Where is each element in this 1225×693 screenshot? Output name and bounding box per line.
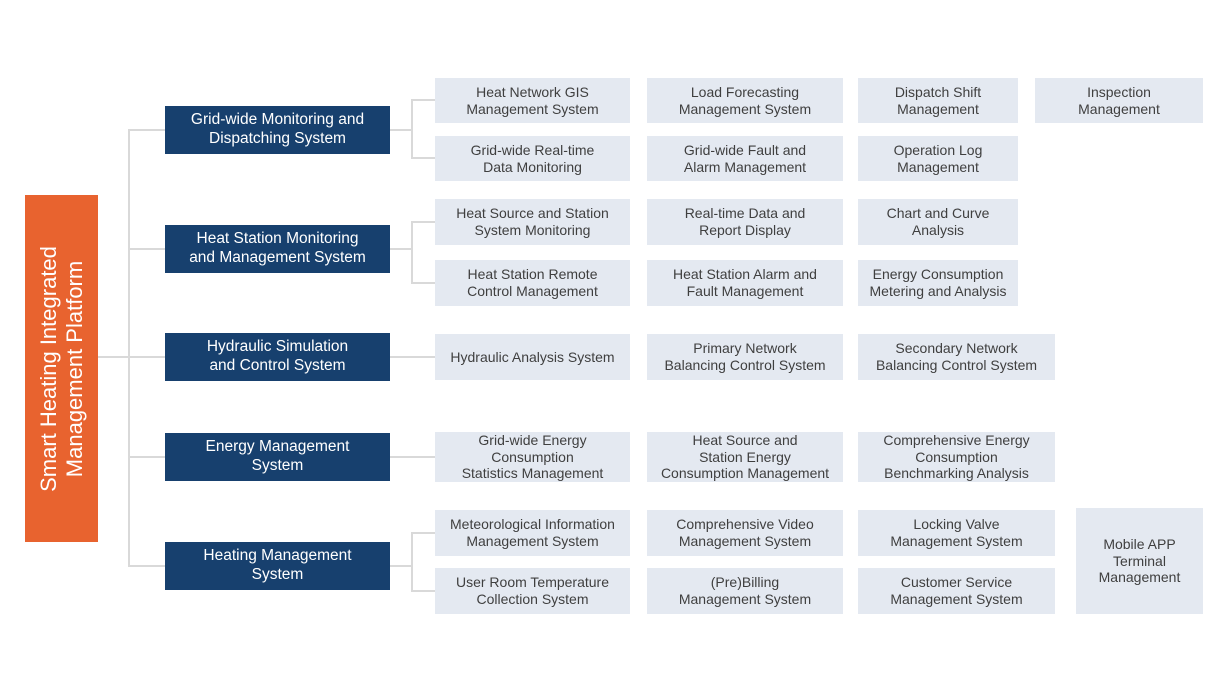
root-title-line-2: Management Platform	[61, 260, 87, 477]
subsystem-box: Heat Source and Station Energy Consumpti…	[647, 432, 843, 482]
connector-line	[411, 282, 435, 284]
connector-line	[411, 532, 435, 534]
subsystem-box: Heat Source and Station System Monitorin…	[435, 199, 630, 245]
subsystem-box: Heat Station Alarm and Fault Management	[647, 260, 843, 306]
connector-line	[98, 356, 165, 358]
subsystem-box: Mobile APP Terminal Management	[1076, 508, 1203, 614]
connector-line	[129, 129, 165, 131]
connector-line	[129, 565, 165, 567]
connector-line	[129, 248, 165, 250]
root-title-line-1: Smart Heating Integrated	[35, 245, 61, 492]
subsystem-box: Heat Network GIS Management System	[435, 78, 630, 123]
connector-line	[390, 356, 435, 358]
connector-line	[411, 532, 413, 592]
subsystem-box: User Room Temperature Collection System	[435, 568, 630, 614]
connector-line	[128, 129, 130, 567]
connector-line	[390, 248, 412, 250]
branch-box-grid-monitoring: Grid-wide Monitoring and Dispatching Sys…	[165, 106, 390, 154]
subsystem-box: Grid-wide Energy Consumption Statistics …	[435, 432, 630, 482]
connector-line	[411, 221, 435, 223]
connector-line	[411, 99, 413, 159]
subsystem-box: Dispatch Shift Management	[858, 78, 1018, 123]
connector-line	[411, 221, 413, 284]
subsystem-box: Comprehensive Energy Consumption Benchma…	[858, 432, 1055, 482]
root-platform-box: Smart Heating Integrated Management Plat…	[25, 195, 98, 542]
subsystem-box: Energy Consumption Metering and Analysis	[858, 260, 1018, 306]
subsystem-box: Operation Log Management	[858, 136, 1018, 181]
subsystem-box: Comprehensive Video Management System	[647, 510, 843, 556]
subsystem-box: Chart and Curve Analysis	[858, 199, 1018, 245]
subsystem-box: Secondary Network Balancing Control Syst…	[858, 334, 1055, 380]
subsystem-box: Hydraulic Analysis System	[435, 334, 630, 380]
branch-box-energy: Energy Management System	[165, 433, 390, 481]
subsystem-box: Real-time Data and Report Display	[647, 199, 843, 245]
subsystem-box: Locking Valve Management System	[858, 510, 1055, 556]
subsystem-box: Primary Network Balancing Control System	[647, 334, 843, 380]
connector-line	[390, 129, 412, 131]
connector-line	[129, 456, 165, 458]
subsystem-box: Grid-wide Fault and Alarm Management	[647, 136, 843, 181]
connector-line	[411, 590, 435, 592]
branch-box-heat-station: Heat Station Monitoring and Management S…	[165, 225, 390, 273]
root-platform-title: Smart Heating Integrated Management Plat…	[36, 246, 88, 492]
subsystem-box: Heat Station Remote Control Management	[435, 260, 630, 306]
connector-line	[411, 99, 435, 101]
branch-box-hydraulic: Hydraulic Simulation and Control System	[165, 333, 390, 381]
branch-box-heating: Heating Management System	[165, 542, 390, 590]
subsystem-box: Grid-wide Real-time Data Monitoring	[435, 136, 630, 181]
connector-line	[390, 456, 435, 458]
subsystem-box: (Pre)Billing Management System	[647, 568, 843, 614]
subsystem-box: Meteorological Information Management Sy…	[435, 510, 630, 556]
connector-line	[390, 565, 412, 567]
connector-line	[411, 157, 435, 159]
subsystem-box: Customer Service Management System	[858, 568, 1055, 614]
subsystem-box: Load Forecasting Management System	[647, 78, 843, 123]
subsystem-box: Inspection Management	[1035, 78, 1203, 123]
